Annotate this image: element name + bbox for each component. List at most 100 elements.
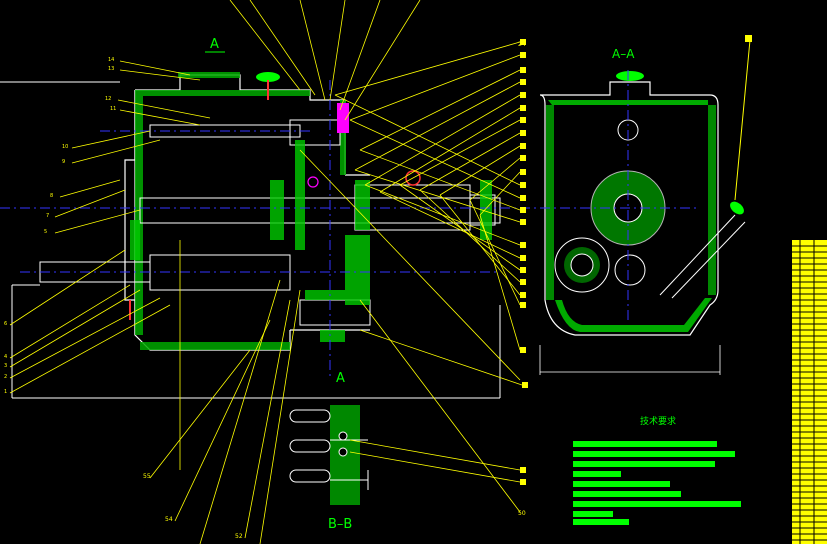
callout-5: 5 — [44, 229, 47, 235]
callout-marker — [520, 105, 526, 111]
leader-line — [349, 439, 521, 471]
leader-line — [349, 451, 521, 483]
leader-line — [334, 94, 521, 186]
leader-line — [119, 109, 201, 126]
leader-line — [117, 99, 211, 119]
main-assembly-view — [0, 72, 560, 399]
callout-marker — [520, 219, 526, 225]
leader-line — [359, 299, 521, 513]
leader-line — [439, 194, 521, 296]
callout-4: 4 — [4, 354, 7, 360]
leader-line — [349, 119, 521, 199]
leader-line — [9, 304, 171, 394]
leader-line — [399, 119, 521, 186]
leader-line — [249, 0, 316, 96]
leader-line — [299, 0, 326, 101]
leader-line — [479, 214, 521, 351]
leader-line — [359, 69, 521, 151]
callout-9: 9 — [62, 159, 65, 165]
leader-line — [9, 284, 131, 359]
leader-line — [379, 107, 521, 193]
callout-2: 2 — [4, 374, 7, 380]
callout-marker — [520, 92, 526, 98]
leader-line — [469, 199, 521, 306]
red-bearing — [405, 170, 421, 186]
leader-line — [399, 184, 521, 271]
callout-12: 12 — [105, 96, 111, 102]
leader-line — [439, 145, 521, 196]
magenta-marker — [337, 103, 349, 133]
housing-hatch — [135, 72, 346, 350]
section-a-top-label: A — [210, 37, 219, 52]
leader-line — [419, 189, 521, 283]
leader-line — [9, 297, 161, 379]
leader-line — [229, 0, 301, 91]
callout-54: 54 — [165, 516, 173, 523]
leader-line — [244, 299, 291, 539]
callout-marker — [520, 242, 526, 248]
callout-marker — [520, 267, 526, 273]
left-callout-numbers: 14 13 12 11 10 9 8 7 6 5 4 3 2 1 — [4, 57, 116, 395]
callout-marker — [520, 143, 526, 149]
callout-6: 6 — [4, 321, 7, 327]
leader-line — [71, 139, 161, 164]
leader-line — [359, 149, 521, 211]
callout-marker — [520, 347, 526, 353]
callout-marker — [520, 79, 526, 85]
callout-marker — [520, 207, 526, 213]
housing-outline — [124, 74, 370, 351]
callout-marker — [520, 155, 526, 161]
leader-line — [149, 349, 251, 479]
leader-line — [59, 179, 121, 198]
gear-hatch — [130, 140, 492, 342]
leader-line — [364, 94, 521, 186]
leader-line — [379, 191, 521, 259]
leader-line — [259, 289, 301, 544]
callout-24: 24 — [518, 41, 526, 48]
callout-marker — [520, 292, 526, 298]
callout-50: 50 — [518, 510, 526, 517]
callout-marker — [520, 52, 526, 58]
section-a-bottom-label: A — [336, 371, 345, 386]
callout-55: 55 — [143, 473, 151, 480]
callout-marker — [520, 39, 526, 45]
parts-list-table — [792, 240, 827, 544]
top-knob — [256, 72, 280, 100]
callout-marker — [520, 130, 526, 136]
callout-marker — [520, 302, 526, 308]
view-aa-title: A–A — [612, 47, 635, 61]
callout-markers — [520, 39, 528, 485]
callout-1: 1 — [4, 389, 7, 395]
section-aa-view — [520, 35, 752, 375]
leader-line — [71, 130, 151, 149]
leader-line — [174, 319, 271, 522]
leader-line — [329, 0, 346, 101]
technical-notes — [573, 441, 741, 525]
callout-8: 8 — [50, 193, 53, 199]
bottom-callout-numbers: 55 54 52 24 50 — [143, 41, 526, 540]
leader-line — [299, 149, 521, 381]
notes-title: 技术要求 — [640, 415, 676, 427]
callout-marker — [520, 255, 526, 261]
callout-7: 7 — [46, 213, 49, 219]
leader-line — [119, 60, 191, 76]
leader-line — [354, 169, 521, 223]
leader-line — [479, 171, 521, 216]
view-bb-title: B–B — [328, 517, 352, 532]
pink-bearing — [307, 176, 319, 188]
callout-marker — [520, 279, 526, 285]
centerlines — [0, 80, 560, 380]
callout-10: 10 — [62, 144, 68, 150]
leader-line — [9, 249, 126, 326]
callout-3: 3 — [4, 363, 7, 369]
leader-line — [54, 209, 141, 234]
leader-line — [419, 132, 521, 191]
callout-14: 14 — [108, 57, 114, 63]
callout-marker — [520, 195, 526, 201]
callout-marker — [520, 169, 526, 175]
leader-line — [344, 0, 421, 121]
leader-line — [354, 81, 521, 171]
leader-line — [339, 0, 381, 111]
